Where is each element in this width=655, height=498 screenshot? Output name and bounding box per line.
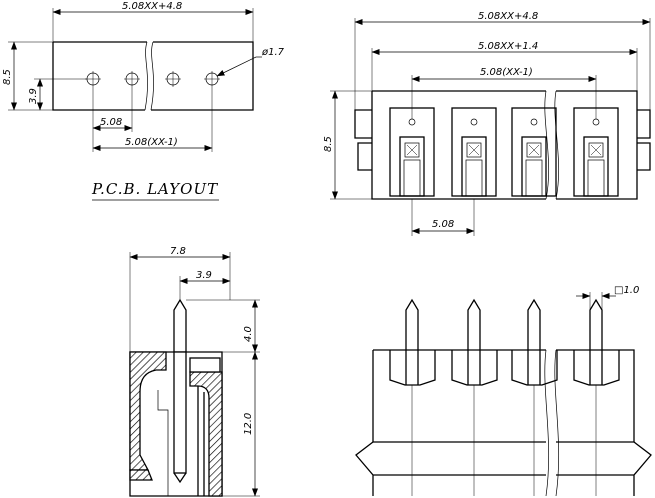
side-dim-width: 7.8 xyxy=(170,246,186,257)
pcb-layout-title: P.C.B. LAYOUT xyxy=(91,180,218,198)
pin-view: □1.0 xyxy=(355,285,652,497)
front-cavity-2 xyxy=(451,107,497,197)
front-dim-mid: 5.08XX+1.4 xyxy=(478,41,538,52)
pcb-dim-pitch: 5.08 xyxy=(100,117,122,128)
pcb-dim-top: 5.08XX+4.8 xyxy=(122,1,182,12)
pin-4 xyxy=(573,298,620,496)
front-cavity-3 xyxy=(511,107,557,197)
front-view: 5.08XX+4.8 5.08XX+1.4 5.08(XX-1) 8.5 5.0… xyxy=(323,11,651,236)
pin-dim-square: □1.0 xyxy=(614,285,639,296)
side-section-view: 7.8 3.9 4.0 12.0 xyxy=(129,246,260,497)
side-dim-offset: 3.9 xyxy=(196,270,212,281)
side-dim-body: 12.0 xyxy=(243,413,254,435)
pcb-dim-offset: 3.9 xyxy=(28,88,39,104)
front-dim-height: 8.5 xyxy=(323,136,334,152)
front-dim-pitch: 5.08 xyxy=(432,219,454,230)
pcb-dim-hole: ø1.7 xyxy=(261,47,285,58)
front-dim-span: 5.08(XX-1) xyxy=(480,67,533,78)
pin-3 xyxy=(511,298,558,496)
front-cavity-1 xyxy=(389,107,435,197)
side-dim-pin: 4.0 xyxy=(243,326,254,342)
pcb-layout-view: 5.08XX+4.8 8.5 3.9 5.08 5.08(XX-1) ø1.7 … xyxy=(2,1,285,201)
pcb-dim-span: 5.08(XX-1) xyxy=(125,137,178,148)
pin-2 xyxy=(451,298,498,496)
pin-1 xyxy=(389,298,436,496)
pcb-dim-height: 8.5 xyxy=(2,69,13,85)
front-dim-top: 5.08XX+4.8 xyxy=(478,11,538,22)
front-cavity-4 xyxy=(573,107,619,197)
